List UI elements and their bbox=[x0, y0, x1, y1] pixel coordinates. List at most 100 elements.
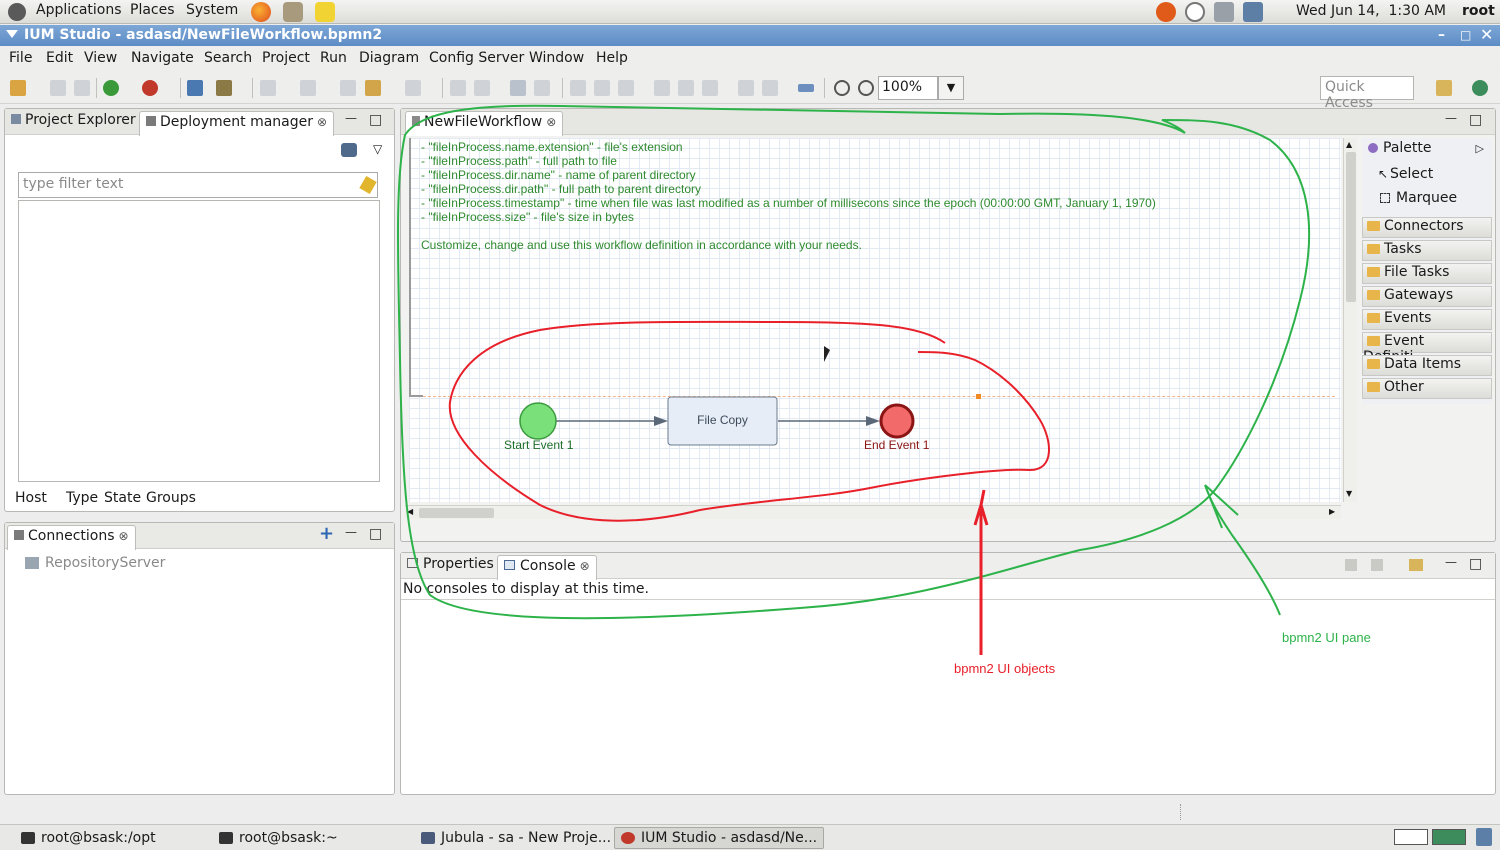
filter-input[interactable]: type filter text bbox=[18, 172, 378, 198]
maximize-icon[interactable]: □ bbox=[1469, 556, 1483, 572]
palette-tool-select[interactable]: ↖Select bbox=[1378, 166, 1434, 182]
zoom-in-icon[interactable] bbox=[858, 80, 874, 96]
system-menu[interactable]: System bbox=[186, 2, 239, 18]
gnome-foot-icon[interactable] bbox=[8, 3, 26, 21]
menu-config-server[interactable]: Config Server bbox=[429, 50, 525, 66]
pin-console-icon[interactable] bbox=[1345, 559, 1357, 571]
notes-icon[interactable] bbox=[315, 2, 335, 22]
save-all-icon[interactable] bbox=[74, 80, 90, 96]
menu-diagram[interactable]: Diagram bbox=[359, 50, 420, 66]
prev-annotation-icon[interactable] bbox=[300, 80, 316, 96]
clock[interactable]: Wed Jun 14, 1:30 AM bbox=[1296, 3, 1447, 19]
workspace-switcher[interactable] bbox=[1394, 829, 1428, 845]
minimize-icon[interactable]: — bbox=[1445, 111, 1457, 125]
tab-project-explorer[interactable]: Project Explorer bbox=[7, 112, 140, 128]
view-menu-icon[interactable]: ▽ bbox=[373, 142, 383, 156]
mail-icon[interactable] bbox=[283, 2, 303, 22]
connection-item[interactable]: RepositoryServer bbox=[25, 555, 165, 571]
horizontal-scrollbar[interactable]: ◀ ▶ bbox=[405, 505, 1341, 519]
taskbar-item-terminal-opt[interactable]: root@bsask:/opt bbox=[14, 827, 163, 849]
open-console-icon[interactable] bbox=[1409, 559, 1423, 571]
scroll-left-icon[interactable]: ◀ bbox=[407, 507, 414, 516]
copy-icon[interactable] bbox=[510, 80, 526, 96]
open-type-icon[interactable] bbox=[187, 80, 203, 96]
tab-deployment-manager[interactable]: Deployment manager⊗ bbox=[139, 111, 335, 136]
close-tab-icon[interactable]: ⊗ bbox=[579, 559, 590, 573]
display-console-icon[interactable] bbox=[1371, 559, 1383, 571]
menu-window[interactable]: Window bbox=[529, 50, 585, 66]
back-icon[interactable] bbox=[365, 80, 381, 96]
maximize-icon[interactable]: □ bbox=[369, 112, 383, 128]
palette-header[interactable]: Palette ▷ bbox=[1362, 140, 1492, 161]
menu-project[interactable]: Project bbox=[262, 50, 310, 66]
tab-properties[interactable]: Properties bbox=[403, 556, 498, 572]
scroll-thumb[interactable] bbox=[1346, 152, 1356, 302]
palette-drawer-events[interactable]: Events bbox=[1362, 309, 1492, 330]
palette-tool-marquee[interactable]: Marquee bbox=[1362, 190, 1492, 211]
scroll-right-icon[interactable]: ▶ bbox=[1329, 507, 1336, 516]
taskbar-item-terminal-home[interactable]: root@bsask:~ bbox=[212, 827, 345, 849]
close-tab-icon[interactable]: ⊗ bbox=[118, 529, 129, 543]
user-name[interactable]: root bbox=[1462, 3, 1495, 19]
align-left-icon[interactable] bbox=[570, 80, 586, 96]
maximize-icon[interactable]: □ bbox=[369, 526, 383, 542]
firefox-icon[interactable] bbox=[251, 2, 271, 22]
minimize-icon[interactable]: — bbox=[1445, 555, 1457, 569]
perspective-icon[interactable] bbox=[1472, 80, 1488, 96]
quick-access-input[interactable]: Quick Access bbox=[1320, 76, 1414, 111]
palette-drawer-connectors[interactable]: Connectors bbox=[1362, 217, 1492, 238]
open-perspective-icon[interactable] bbox=[1436, 80, 1452, 96]
connect-icon[interactable] bbox=[341, 143, 357, 157]
forward-icon[interactable] bbox=[405, 80, 421, 96]
scroll-up-icon[interactable]: ▲ bbox=[1346, 140, 1353, 149]
menu-run[interactable]: Run bbox=[320, 50, 347, 66]
palette-drawer-file-tasks[interactable]: File Tasks bbox=[1362, 263, 1492, 284]
menu-navigate[interactable]: Navigate bbox=[131, 50, 194, 66]
applications-menu[interactable]: Applications bbox=[36, 2, 122, 18]
add-connection-icon[interactable]: + bbox=[319, 523, 335, 544]
next-annotation-icon[interactable] bbox=[260, 80, 276, 96]
layout-icon[interactable] bbox=[798, 84, 814, 92]
zoom-dropdown[interactable]: ▼ bbox=[938, 76, 964, 100]
tab-host[interactable]: Host bbox=[15, 490, 47, 506]
undo-icon[interactable] bbox=[450, 80, 466, 96]
menu-view[interactable]: View bbox=[84, 50, 118, 66]
tab-connections[interactable]: Connections⊗ bbox=[7, 525, 136, 550]
search-tool-icon[interactable] bbox=[216, 80, 232, 96]
vertical-scrollbar[interactable]: ▲ ▼ bbox=[1343, 138, 1357, 502]
menu-edit[interactable]: Edit bbox=[46, 50, 74, 66]
network-icon[interactable] bbox=[1243, 2, 1263, 22]
volume-icon[interactable] bbox=[1214, 2, 1234, 22]
menu-search[interactable]: Search bbox=[204, 50, 253, 66]
close-window-icon[interactable]: ✕ bbox=[1480, 25, 1494, 44]
taskbar-item-jubula[interactable]: Jubula - sa - New Proje... bbox=[414, 827, 618, 849]
tab-console[interactable]: Console⊗ bbox=[497, 555, 597, 580]
places-menu[interactable]: Places bbox=[130, 2, 175, 18]
palette-drawer-data-items[interactable]: Data Items bbox=[1362, 355, 1492, 376]
run-icon[interactable] bbox=[103, 80, 119, 96]
menu-file[interactable]: File bbox=[9, 50, 33, 66]
taskbar-item-ium-studio[interactable]: IUM Studio - asdasd/Ne... bbox=[614, 827, 825, 849]
tab-type[interactable]: Type bbox=[66, 490, 99, 506]
align-right-icon[interactable] bbox=[618, 80, 634, 96]
palette-drawer-tasks[interactable]: Tasks bbox=[1362, 240, 1492, 261]
maximize-window-icon[interactable]: □ bbox=[1460, 28, 1472, 42]
power-icon[interactable] bbox=[1185, 2, 1205, 22]
update-icon[interactable] bbox=[1156, 2, 1176, 22]
menu-help[interactable]: Help bbox=[596, 50, 628, 66]
end-event-circle[interactable] bbox=[879, 403, 915, 439]
redo-icon[interactable] bbox=[474, 80, 490, 96]
align-center-icon[interactable] bbox=[594, 80, 610, 96]
maximize-icon[interactable]: □ bbox=[1469, 112, 1483, 128]
zoom-out-icon[interactable] bbox=[834, 80, 850, 96]
deployment-list[interactable] bbox=[18, 200, 380, 482]
close-tab-icon[interactable]: ⊗ bbox=[317, 115, 328, 129]
window-title-bar[interactable]: IUM Studio - asdasd/NewFileWorkflow.bpmn… bbox=[0, 25, 1500, 46]
start-event-circle[interactable] bbox=[519, 402, 557, 440]
trash-icon[interactable] bbox=[1476, 828, 1492, 846]
tab-state[interactable]: State bbox=[104, 490, 142, 506]
minimize-icon[interactable]: — bbox=[345, 111, 357, 125]
window-menu-icon[interactable] bbox=[6, 30, 18, 38]
last-edit-icon[interactable] bbox=[340, 80, 356, 96]
workspace-2[interactable] bbox=[1432, 829, 1466, 845]
